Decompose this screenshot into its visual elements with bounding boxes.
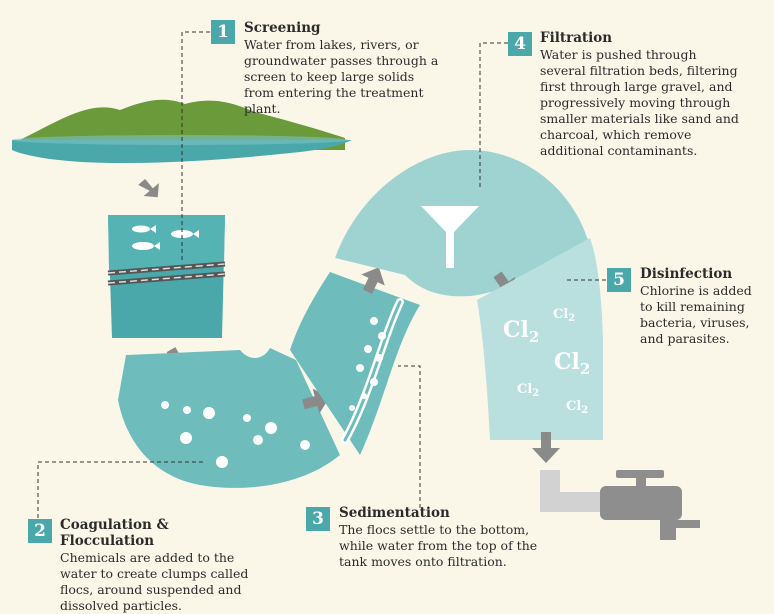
svg-text:Cl2: Cl2 [517,382,539,399]
step-2-coagulation: Coagulation & Flocculation Chemicals are… [60,517,266,614]
step-1-badge: 1 [211,20,235,44]
step-2-badge: 2 [28,519,52,543]
svg-text:Cl2: Cl2 [554,349,590,378]
funnel-icon [421,206,479,268]
floc-particles [161,401,310,468]
faucet-icon [540,470,700,540]
step-4-filtration: Filtration Water is pushed through sever… [540,30,746,159]
step-1-screening: Screening Water from lakes, rivers, or g… [244,20,444,117]
svg-text:Cl2: Cl2 [503,317,539,346]
step-text: Chlorine is added to kill remaining bact… [640,283,752,346]
step-5-badge: 5 [607,268,631,292]
step-text: Water from lakes, rivers, or groundwater… [244,37,439,116]
step-title: Filtration [540,30,613,46]
leader-lines [37,31,606,518]
svg-text:Cl2: Cl2 [553,307,575,324]
step-title: Coagulation & Flocculation [60,517,169,549]
flow-arrow-6 [532,432,560,463]
coagulation-tank [118,348,340,488]
settling-flocs [349,317,386,411]
step-4-badge: 4 [508,32,532,56]
step-3-badge: 3 [306,507,330,531]
step-title: Sedimentation [339,505,450,521]
sedimentation-tank [290,272,420,455]
step-3-sedimentation: Sedimentation The flocs settle to the bo… [339,505,541,570]
flow-arrow-1 [138,179,159,198]
step-5-disinfection: Disinfection Chlorine is added to kill r… [640,266,764,347]
svg-text:Cl2: Cl2 [566,399,588,416]
step-text: The flocs settle to the bottom, while wa… [339,522,538,569]
step-title: Disinfection [640,266,733,282]
fish-icon [132,225,199,250]
step-text: Chemicals are added to the water to crea… [60,550,249,613]
chlorine-labels: Cl2 Cl2 Cl2 Cl2 Cl2 [503,307,590,416]
flow-arrow-4 [361,267,385,294]
disinfection-tank [477,238,603,440]
step-text: Water is pushed through several filtrati… [540,47,739,158]
step-title: Screening [244,20,321,36]
